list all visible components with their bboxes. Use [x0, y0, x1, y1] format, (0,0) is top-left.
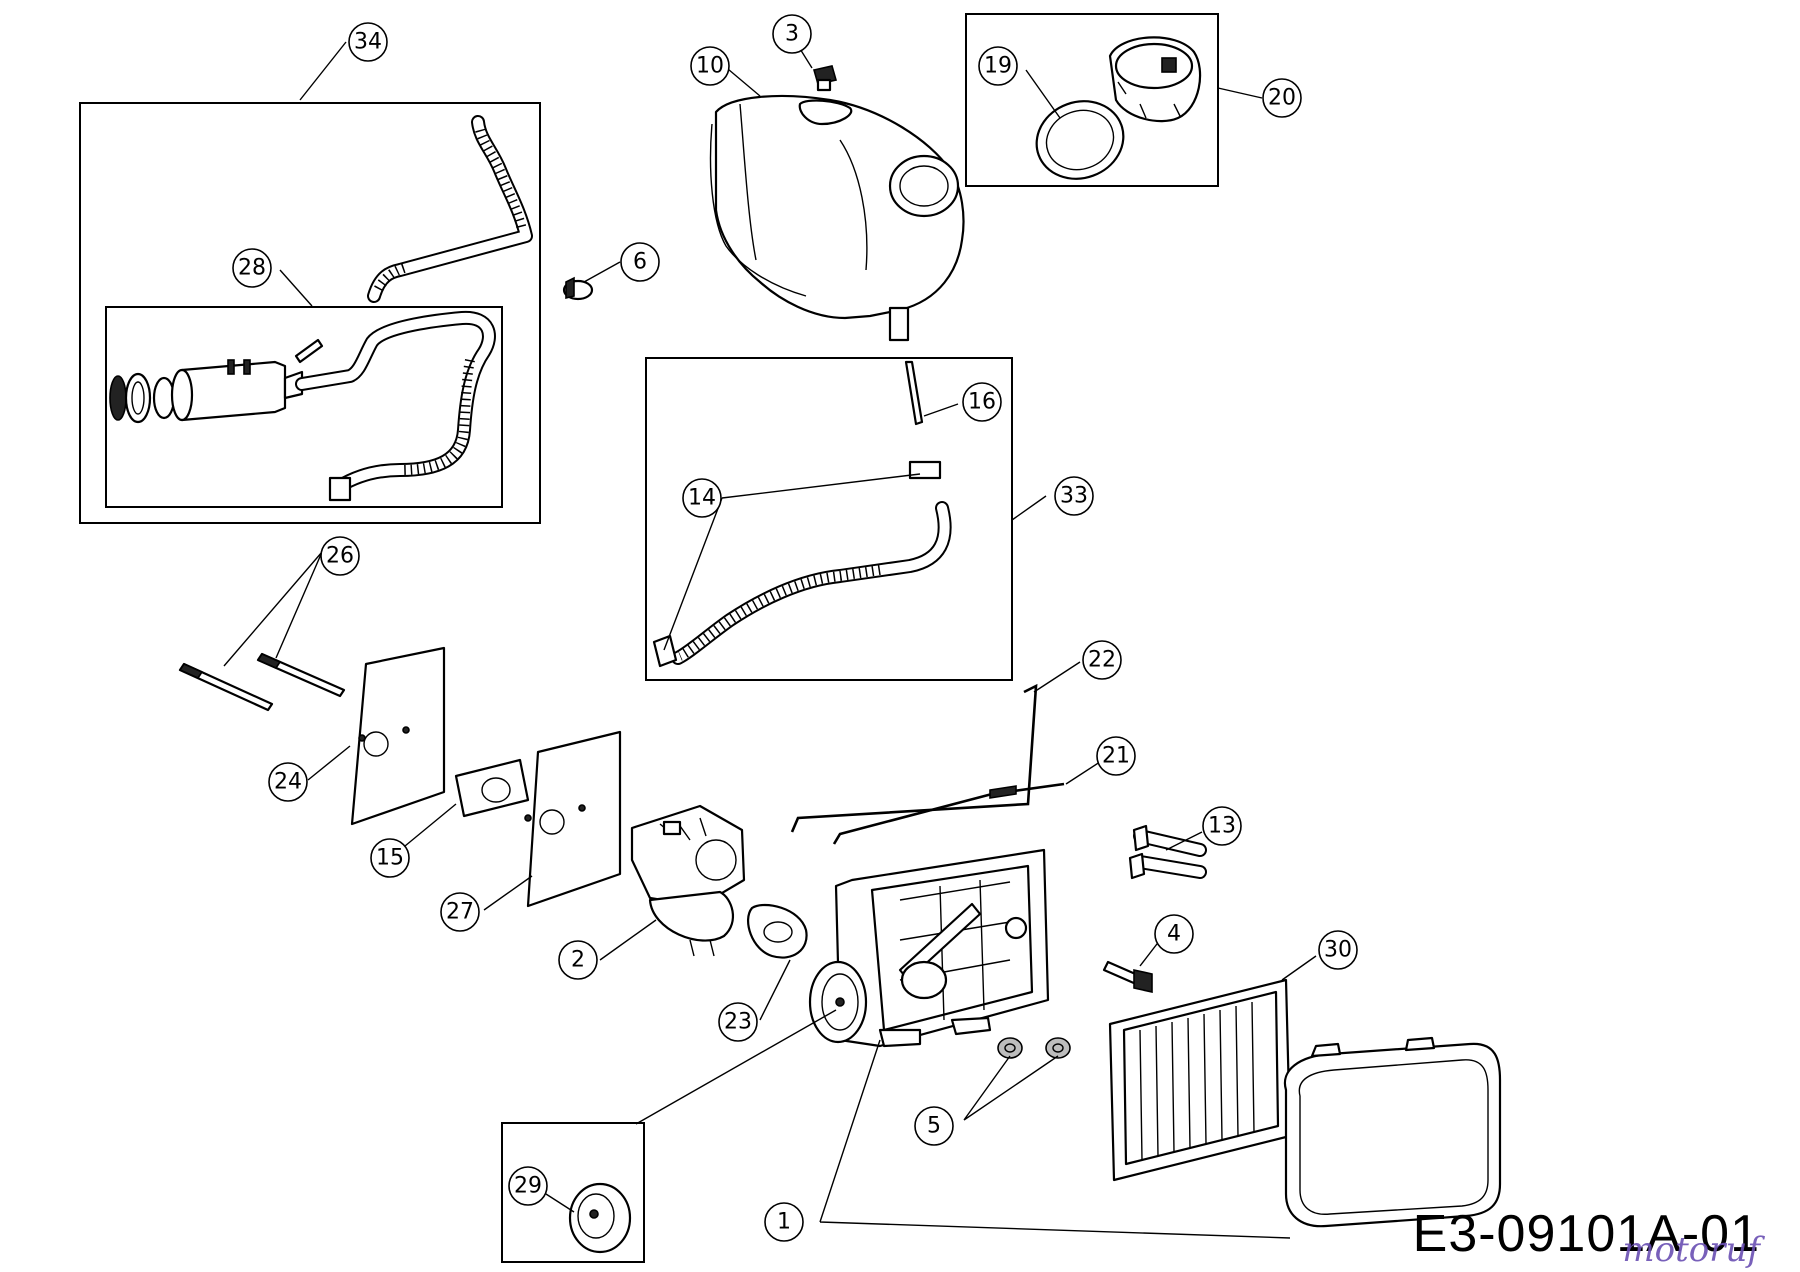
- callout-33: 33: [1054, 476, 1094, 516]
- fuel-cap: [1108, 36, 1202, 123]
- svg-text:22: 22: [1088, 648, 1116, 673]
- svg-text:4: 4: [1167, 922, 1181, 947]
- callout-30: 30: [1318, 930, 1358, 970]
- cap-gasket: [1035, 100, 1125, 180]
- svg-text:28: 28: [238, 256, 266, 281]
- drawing-number: E3-09101A-01: [1412, 1205, 1760, 1263]
- air-filter-element: [1108, 978, 1292, 1182]
- callout-4: 4: [1154, 914, 1194, 954]
- hose-clamp: [562, 276, 594, 301]
- air-filter-cover: [1283, 1036, 1502, 1228]
- svg-text:15: 15: [376, 846, 404, 871]
- callout-27: 27: [440, 892, 480, 932]
- watermark-logo: motoruf: [1622, 1230, 1760, 1270]
- tank-screw: [812, 65, 838, 92]
- callout-13: 13: [1202, 806, 1242, 846]
- svg-text:1: 1: [777, 1210, 791, 1235]
- callout-3: 3: [772, 14, 812, 54]
- callout-29: 29: [508, 1166, 548, 1206]
- callout-21: 21: [1096, 736, 1136, 776]
- svg-text:3: 3: [785, 22, 799, 47]
- callout-16: 16: [962, 382, 1002, 422]
- callout-2: 2: [558, 940, 598, 980]
- svg-text:33: 33: [1060, 484, 1088, 509]
- linkage-rods: [790, 683, 1065, 845]
- callout-14: 14: [682, 478, 722, 518]
- callout-6: 6: [620, 242, 660, 282]
- fuel-filter-assembly: [109, 310, 496, 502]
- callout-15: 15: [370, 838, 410, 878]
- group-box-29: [501, 1122, 645, 1263]
- svg-text:19: 19: [984, 54, 1012, 79]
- svg-text:14: 14: [688, 486, 716, 511]
- callout-22: 22: [1082, 640, 1122, 680]
- svg-text:13: 13: [1208, 814, 1236, 839]
- group-box-28: [105, 306, 503, 508]
- svg-text:6: 6: [633, 250, 647, 275]
- fuel-tank: [709, 94, 965, 342]
- choke-knob: [568, 1182, 632, 1254]
- callout-34: 34: [348, 22, 388, 62]
- insulator-plate: [350, 646, 446, 826]
- housing-nuts: [997, 1037, 1071, 1059]
- svg-text:30: 30: [1324, 938, 1352, 963]
- callout-1: 1: [764, 1202, 804, 1242]
- callout-10: 10: [690, 46, 730, 86]
- carb-gasket: [524, 730, 622, 908]
- svg-text:34: 34: [354, 30, 382, 55]
- svg-text:24: 24: [274, 770, 302, 795]
- svg-text:26: 26: [326, 544, 354, 569]
- housing-bolt: [1102, 960, 1153, 993]
- svg-text:27: 27: [446, 900, 474, 925]
- callout-28: 28: [232, 248, 272, 288]
- breather-hose: [1128, 824, 1207, 880]
- svg-text:23: 23: [724, 1010, 752, 1035]
- carb-spacer: [454, 758, 530, 818]
- svg-text:16: 16: [968, 390, 996, 415]
- carburetor: [630, 804, 746, 957]
- group-box-19-20: [965, 13, 1219, 187]
- callout-24: 24: [268, 762, 308, 802]
- air-filter-gasket: [747, 903, 808, 959]
- studs: [178, 652, 346, 712]
- callout-26: 26: [320, 536, 360, 576]
- choke-knob-installed: [808, 960, 868, 1044]
- svg-text:29: 29: [514, 1174, 542, 1199]
- svg-text:20: 20: [1268, 86, 1296, 111]
- fuel-line-upper: [367, 115, 533, 303]
- svg-text:21: 21: [1102, 744, 1130, 769]
- group-box-34: [79, 102, 541, 524]
- callout-5: 5: [914, 1106, 954, 1146]
- group-box-33: [645, 357, 1013, 681]
- svg-text:2: 2: [571, 948, 585, 973]
- callout-20: 20: [1262, 78, 1302, 118]
- svg-text:10: 10: [696, 54, 724, 79]
- callout-19: 19: [978, 46, 1018, 86]
- callout-23: 23: [718, 1002, 758, 1042]
- air-filter-housing: [834, 848, 1050, 1048]
- svg-text:5: 5: [927, 1114, 941, 1139]
